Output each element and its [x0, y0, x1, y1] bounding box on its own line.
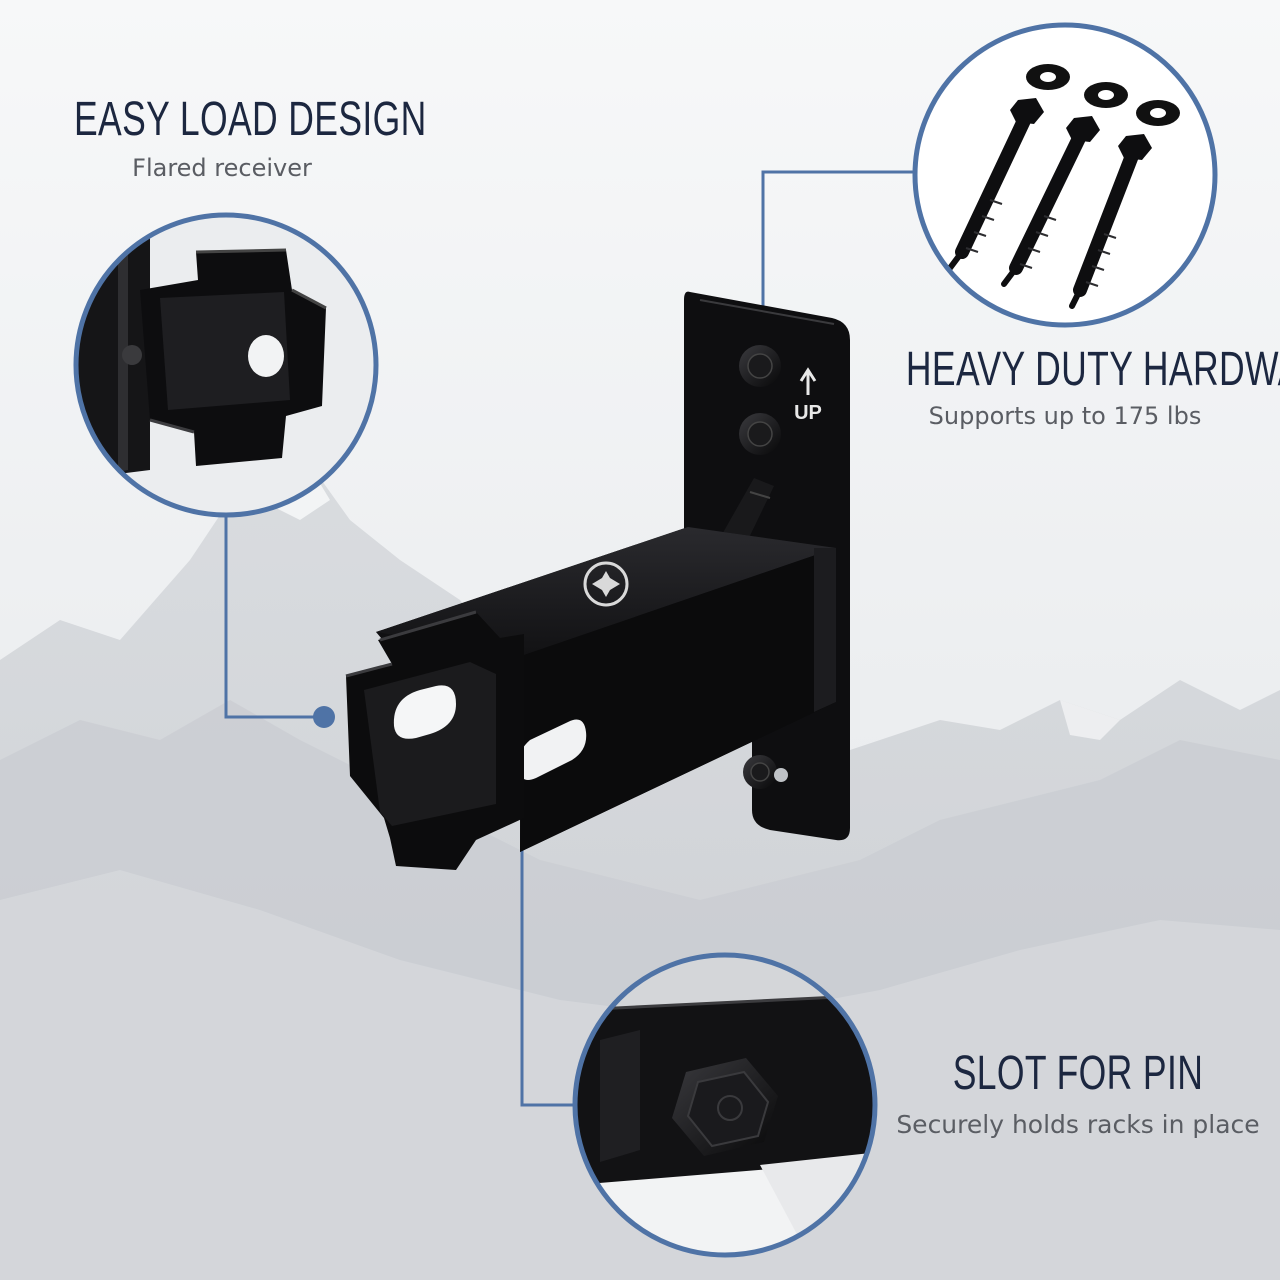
washers — [1026, 64, 1180, 126]
plate-bolts — [739, 345, 788, 789]
receiver-hole — [393, 685, 456, 739]
feature-title: SLOT FOR PIN — [952, 1047, 1204, 1100]
closeup-flared-receiver — [73, 212, 379, 518]
wall-mount-receiver: UP — [345, 291, 850, 870]
lag-screws — [947, 105, 1142, 309]
callout-lines — [224, 170, 915, 1107]
closeup-pin-slot — [572, 952, 878, 1258]
feature-title: HEAVY DUTY HARDWARE — [905, 343, 1280, 396]
logo-badge-icon — [583, 561, 629, 607]
feature-subtitle: Securely holds racks in place — [896, 1110, 1260, 1139]
pin-slot — [518, 719, 587, 780]
feature-title: EASY LOAD DESIGN — [74, 93, 427, 146]
up-label: UP — [794, 402, 822, 424]
feature-subtitle: Supports up to 175 lbs — [928, 402, 1202, 430]
closeup-hardware — [912, 22, 1218, 328]
feature-heavy-duty: HEAVY DUTY HARDWARE Supports up to 175 l… — [850, 342, 1280, 430]
feature-easy-load: EASY LOAD DESIGN Flared receiver — [22, 92, 427, 182]
pin-bolt — [672, 1058, 778, 1156]
feature-slot-pin: SLOT FOR PIN Securely holds racks in pla… — [880, 1046, 1276, 1139]
up-arrow-icon — [799, 367, 817, 395]
feature-subtitle: Flared receiver — [132, 154, 312, 182]
